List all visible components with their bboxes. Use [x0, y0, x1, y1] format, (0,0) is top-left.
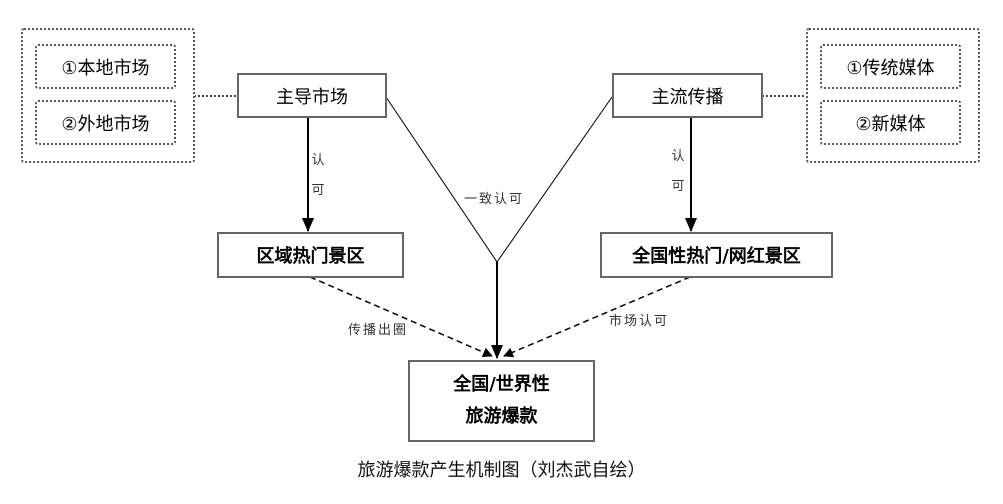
right-approve-label: 认可 [671, 142, 685, 202]
traditional-media-item: ①传统媒体 [820, 44, 961, 89]
consensus-line-left [385, 96, 498, 263]
item-label: ②新媒体 [855, 113, 926, 135]
left-approve-label: 认可 [311, 146, 325, 206]
market-approve-label: 市场认可 [609, 314, 670, 329]
outside-market-item: ②外地市场 [35, 100, 176, 145]
node-label-line1: 全国/世界性 [453, 374, 550, 395]
node-label: 区域热门景区 [256, 246, 365, 267]
item-label: ①传统媒体 [846, 57, 935, 79]
travel-hit-node: 全国/世界性 旅游爆款 [408, 360, 595, 442]
label-char: 认 [671, 149, 685, 164]
spread-dashed-arrow [309, 276, 493, 358]
consensus-line-right [496, 96, 613, 263]
mainstream-media-node: 主流传播 [612, 73, 763, 118]
item-label: ②外地市场 [61, 113, 150, 135]
market-dashed-arrow [503, 276, 691, 358]
node-label: 全国性热门/网红景区 [632, 246, 801, 267]
label-char: 可 [311, 183, 325, 198]
node-label: 主流传播 [651, 86, 724, 108]
regional-spot-node: 区域热门景区 [217, 232, 404, 278]
node-label: 主导市场 [276, 86, 348, 108]
node-label-line2: 旅游爆款 [465, 406, 538, 427]
new-media-item: ②新媒体 [820, 100, 961, 145]
national-spot-node: 全国性热门/网红景区 [600, 232, 833, 278]
local-market-item: ①本地市场 [35, 44, 176, 89]
label-char: 可 [671, 179, 685, 194]
spread-label: 传播出圈 [348, 323, 409, 338]
leading-market-node: 主导市场 [237, 73, 387, 118]
consensus-label: 一致认可 [464, 192, 525, 207]
item-label: ①本地市场 [61, 57, 150, 79]
label-char: 认 [311, 153, 325, 168]
figure-caption: 旅游爆款产生机制图（刘杰武自绘） [357, 460, 646, 481]
